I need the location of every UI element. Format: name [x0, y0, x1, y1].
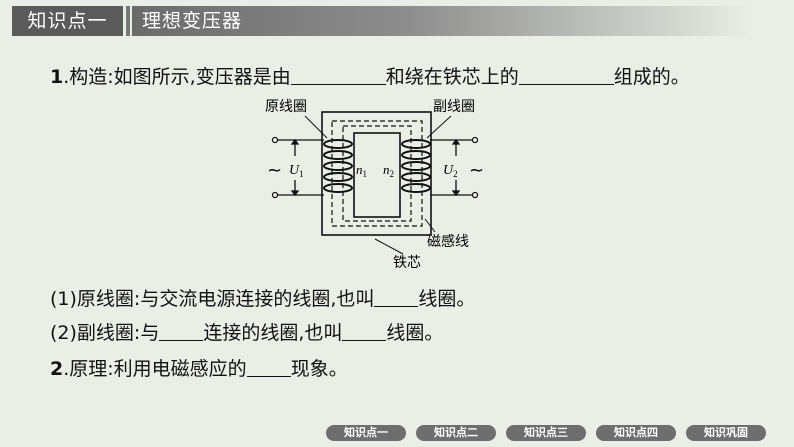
label-u1: U1 — [289, 163, 304, 179]
secondary-coil — [401, 139, 431, 193]
nav-button-point-4[interactable]: 知识点四 — [596, 425, 676, 441]
header-separator — [126, 6, 130, 36]
nav-button-point-2[interactable]: 知识点二 — [416, 425, 496, 441]
subitem-primary-coil: (1)原线圈:与交流电源连接的线圈,也叫 线圈。 — [50, 284, 475, 311]
header-bar: 知识点一 理想变压器 — [0, 0, 794, 38]
nav-button-point-3[interactable]: 知识点三 — [506, 425, 586, 441]
section-title: 理想变压器 — [132, 6, 752, 36]
text: .原理:利用电磁感应的 — [63, 358, 247, 380]
item-1-structure: 1.构造:如图所示,变压器是由 和绕在铁芯上的 组成的。 — [50, 62, 690, 89]
core-outer — [321, 111, 432, 236]
fill-blank — [290, 66, 386, 85]
secondary-leads — [430, 136, 479, 199]
nav-button-point-1[interactable]: 知识点一 — [326, 425, 406, 441]
text: 连接的线圈,也叫 — [203, 322, 343, 344]
fill-blank — [374, 288, 419, 307]
section-tab: 知识点一 — [12, 6, 123, 36]
text: 线圈。 — [386, 322, 444, 344]
ac-symbol-left: ~ — [267, 160, 282, 181]
text: .构造:如图所示,变压器是由 — [63, 66, 291, 88]
fill-blank — [246, 358, 291, 377]
label-n2: n2 — [383, 162, 394, 179]
label-u2: U2 — [443, 163, 458, 179]
ac-symbol-right: ~ — [469, 160, 484, 181]
label-iron-core: 铁芯 — [393, 255, 421, 271]
leader-lines — [304, 115, 452, 255]
text: (1)原线圈:与交流电源连接的线圈,也叫 — [50, 288, 375, 310]
core-inner — [353, 132, 401, 218]
text: 和绕在铁芯上的 — [385, 66, 519, 88]
transformer-diagram: 原线圈 副线圈 磁感线 铁芯 ~ ~ U1 U2 n1 n2 — [265, 99, 484, 271]
primary-leads — [271, 136, 324, 199]
label-secondary-coil: 副线圈 — [433, 99, 475, 115]
text: 组成的。 — [613, 66, 690, 88]
text: (2)副线圈:与 — [50, 322, 160, 344]
subitem-secondary-coil: (2)副线圈:与 连接的线圈,也叫 线圈。 — [50, 318, 443, 345]
label-n1: n1 — [356, 162, 367, 179]
fill-blank — [518, 66, 614, 85]
nav-button-review[interactable]: 知识巩固 — [686, 425, 766, 441]
label-flux-lines: 磁感线 — [427, 233, 469, 250]
fill-blank — [159, 322, 204, 341]
primary-coil — [323, 139, 353, 193]
label-primary-coil: 原线圈 — [265, 99, 307, 115]
text: 线圈。 — [418, 288, 476, 310]
item-number: 2 — [50, 358, 64, 380]
item-2-principle: 2.原理:利用电磁感应的 现象。 — [50, 354, 348, 381]
text: 现象。 — [290, 358, 348, 380]
item-number: 1 — [50, 66, 64, 88]
fill-blank — [342, 322, 387, 341]
